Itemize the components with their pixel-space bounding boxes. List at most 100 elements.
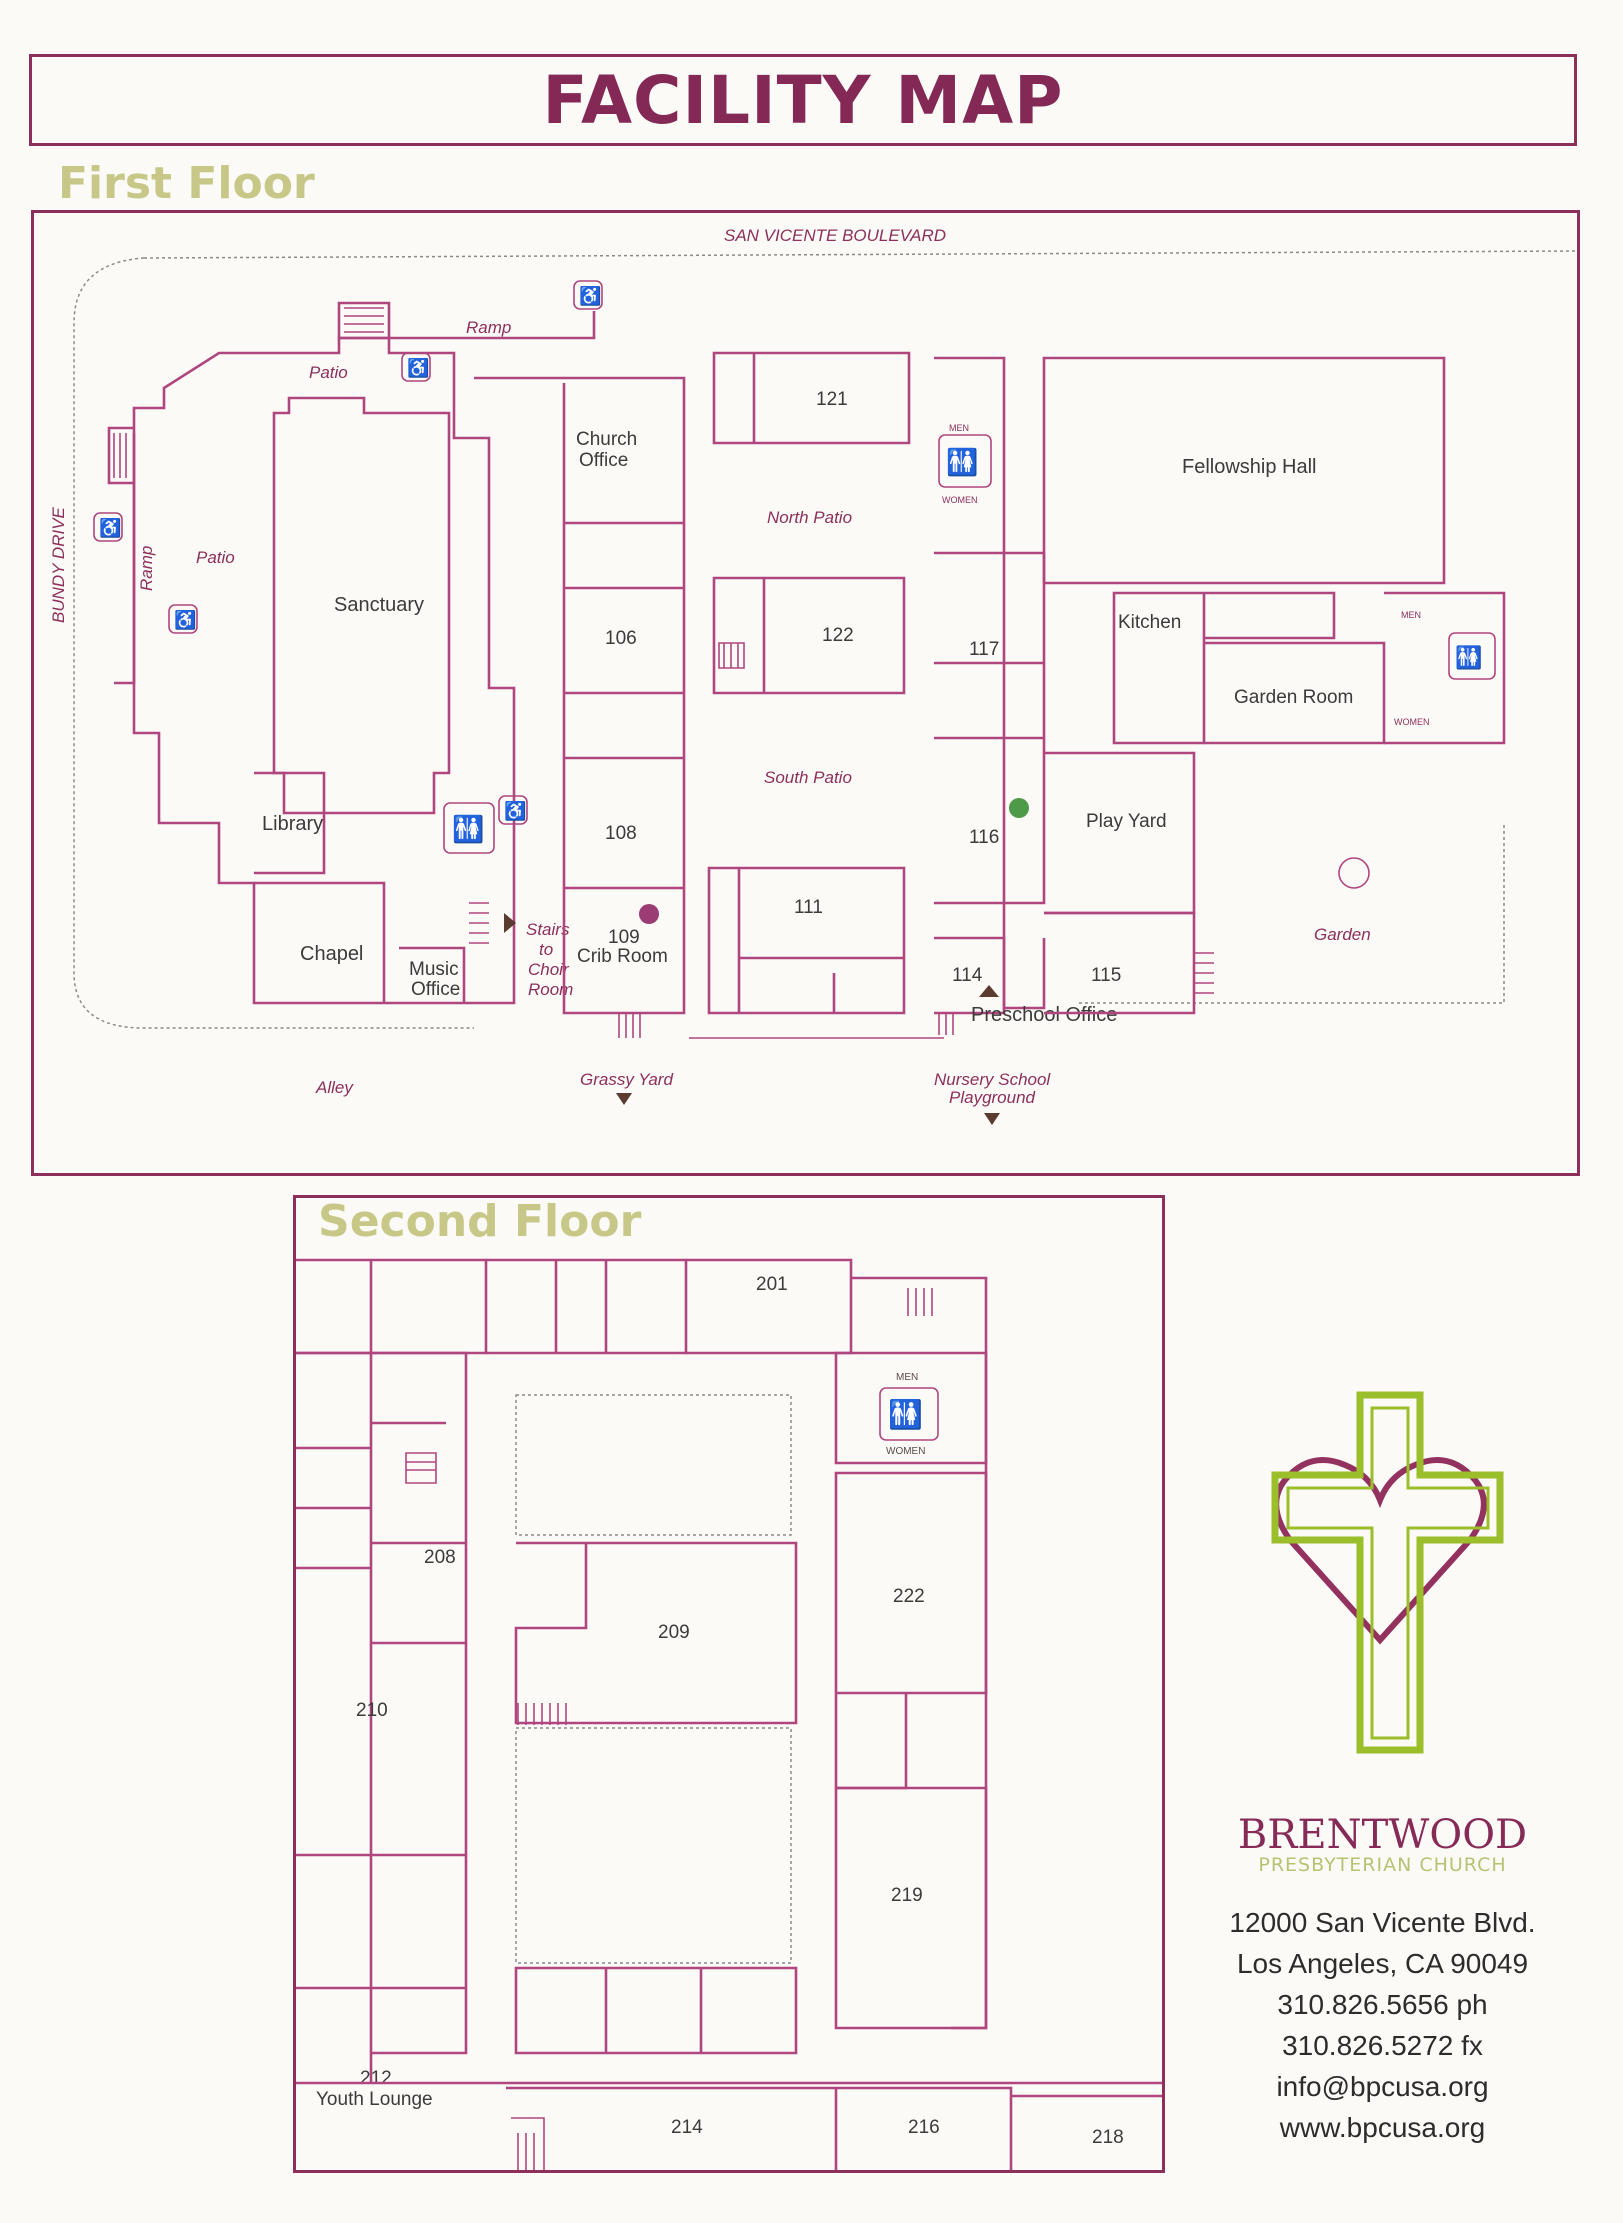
sf-top-middle-dividers	[554, 1260, 608, 1353]
room-church-1: Church	[576, 429, 637, 450]
play-yard-box	[1044, 751, 1196, 915]
sf-restroom-men: MEN	[896, 1372, 918, 1383]
accessible-icon: ♿	[498, 795, 528, 825]
room-111-box	[707, 866, 906, 1015]
sf-restroom-glyph: 🚻	[888, 1398, 923, 1431]
room-kitchen: Kitchen	[1118, 612, 1181, 633]
street-south: Alley	[315, 1078, 354, 1097]
accessible-icon: ♿	[573, 280, 603, 310]
room-fellowship: Fellowship Hall	[1182, 456, 1317, 478]
address-line2: Los Angeles, CA 90049	[1236, 1948, 1529, 1979]
second-floor-map: 201 208 210 212 Youth Lounge 209 🚻 MEN W…	[293, 1195, 1165, 2173]
svg-text:♿: ♿	[407, 357, 429, 378]
restroom-east-men: MEN	[1401, 610, 1421, 620]
church-subtitle: PRESBYTERIAN CHURCH	[1258, 1854, 1507, 1876]
room-208: 208	[424, 1547, 456, 1568]
office-dividers	[564, 521, 684, 890]
area-ramp-top: Ramp	[466, 318, 511, 337]
sf-stairs-208	[405, 1452, 437, 1484]
arrow-preschool-icon	[979, 985, 999, 997]
stairs-left-steps	[113, 433, 127, 478]
room-106: 106	[605, 628, 637, 649]
room-210: 210	[356, 1700, 388, 1721]
music-office-room	[399, 946, 466, 1003]
restroom-north-women: WOMEN	[942, 495, 978, 505]
stairs-122	[718, 642, 745, 669]
sf-right-corridor	[851, 1276, 988, 2030]
stairs-left	[107, 426, 134, 485]
sf-left-column	[371, 1351, 468, 2055]
column-117	[934, 356, 1006, 1015]
cross-heart-logo	[1271, 1391, 1504, 1754]
room-music-1: Music	[409, 959, 459, 980]
room-108: 108	[605, 823, 637, 844]
garden-room-box	[1204, 641, 1386, 745]
area-stairs-4: Room	[528, 980, 573, 999]
arrow-grassy-icon	[616, 1093, 632, 1105]
sf-restroom-icon	[879, 1387, 939, 1441]
room-117: 117	[969, 639, 999, 660]
room-214: 214	[671, 2117, 703, 2138]
restroom-north-icon	[938, 434, 992, 488]
second-floor-plan: 201 208 210 212 Youth Lounge 209 🚻 MEN W…	[296, 1258, 1162, 2170]
chapel-room	[254, 881, 386, 1003]
ramp-top	[389, 311, 596, 340]
sf-stairs-209	[517, 1703, 567, 1725]
address-line1: 12000 San Vicente Blvd.	[1229, 1907, 1536, 1938]
room-111: 111	[794, 897, 823, 918]
sf-restroom-women: WOMEN	[886, 1446, 925, 1457]
room-116: 116	[969, 827, 999, 848]
sf-219-box	[834, 1786, 988, 2030]
property-line-north	[143, 250, 1580, 259]
street-north: SAN VICENTE BOULEVARD	[724, 226, 946, 245]
arrow-playground-icon	[984, 1113, 1000, 1125]
sanctuary-building	[132, 336, 516, 1005]
room-play-yard: Play Yard	[1086, 811, 1167, 832]
room-212: 212	[360, 2068, 392, 2089]
room-garden-room: Garden Room	[1234, 687, 1353, 708]
email-link[interactable]: info@bpcusa.org	[1276, 2071, 1489, 2102]
room-216: 216	[908, 2117, 940, 2138]
room-library: Library	[262, 813, 323, 835]
restroom-icon	[443, 802, 495, 854]
phone-number[interactable]: 310.826.5656 ph	[1277, 1989, 1488, 2020]
sf-bottom-rooms	[506, 2086, 1162, 2170]
room-crib: Crib Room	[577, 946, 668, 967]
room-sanctuary: Sanctuary	[334, 594, 424, 616]
sf-top-left	[296, 1258, 488, 1355]
restroom-north-glyph: 🚻	[946, 447, 978, 477]
page-title: FACILITY MAP	[542, 61, 1064, 139]
sf-209-box	[514, 1541, 798, 1725]
accessible-icon: ♿	[401, 352, 431, 382]
street-west: BUNDY DRIVE	[49, 506, 68, 623]
room-music-2: Office	[411, 979, 460, 1000]
stairs-top-steps	[344, 307, 384, 333]
sf-222-box	[834, 1471, 988, 1790]
sf-left-column-dividers	[371, 1421, 466, 1645]
first-floor-plan: SAN VICENTE BOULEVARD BUNDY DRIVE Alley …	[49, 226, 1580, 1125]
room-114-box	[934, 936, 1046, 1010]
property-line-west	[73, 257, 474, 1029]
restroom-east-icon	[1448, 632, 1496, 680]
first-floor-label: First Floor	[58, 158, 315, 209]
stairs-grassy	[618, 1013, 641, 1038]
church-info: BRENTWOOD PRESBYTERIAN CHURCH 12000 San …	[1195, 1812, 1570, 2148]
room-chapel: Chapel	[300, 943, 363, 965]
room-109: 109	[608, 927, 640, 948]
room-218: 218	[1092, 2127, 1124, 2148]
room-youth-lounge: Youth Lounge	[316, 2089, 433, 2110]
sf-stairs-top	[907, 1288, 933, 1316]
restroom-east-glyph: 🚻	[1455, 645, 1482, 670]
room-219: 219	[891, 1885, 923, 1906]
ramp-left	[114, 433, 136, 685]
room-201: 201	[756, 1274, 788, 1295]
room-preschool: Preschool Office	[971, 1004, 1117, 1026]
room-122-box	[712, 576, 906, 695]
svg-text:♿: ♿	[174, 609, 196, 630]
sf-open-area-north	[515, 1394, 792, 1536]
first-floor-map: SAN VICENTE BOULEVARD BUNDY DRIVE Alley …	[31, 210, 1580, 1176]
sf-201-box	[686, 1258, 853, 1355]
room-115-box	[1044, 911, 1196, 1015]
website-link[interactable]: www.bpcusa.org	[1279, 2112, 1486, 2143]
title-banner: FACILITY MAP	[29, 54, 1577, 146]
